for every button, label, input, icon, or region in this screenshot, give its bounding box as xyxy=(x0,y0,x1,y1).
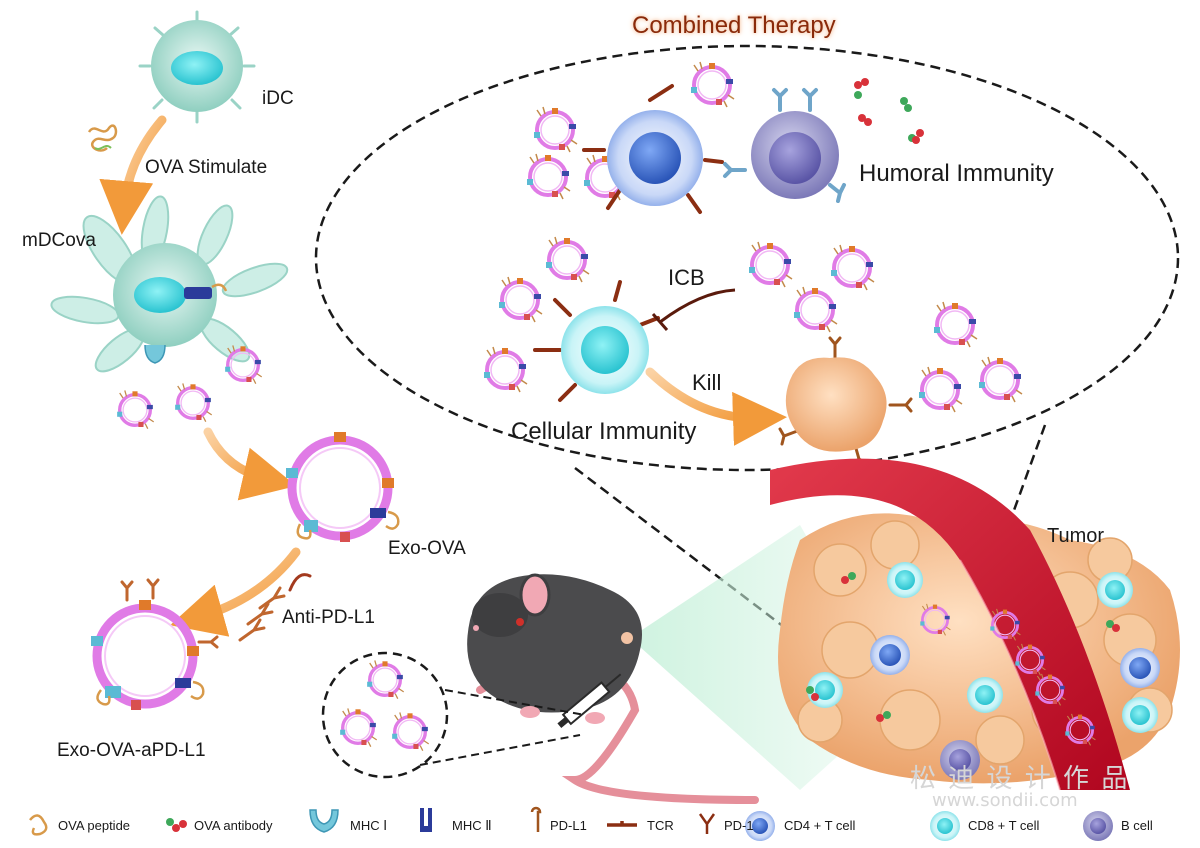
legend-tcr-icon xyxy=(607,821,637,827)
b-cell-humoral xyxy=(723,88,846,203)
exo-ova-vesicle xyxy=(286,432,400,542)
icb-label: ICB xyxy=(668,265,705,290)
mdcova-cell xyxy=(50,195,289,373)
exosome-small-2 xyxy=(115,388,156,431)
cd4-t-cell-humoral xyxy=(582,84,724,214)
legend-pd1-icon xyxy=(698,813,716,834)
blood-vessel xyxy=(770,458,1130,791)
ova-antibodies-tumor xyxy=(806,572,1120,722)
exo-arrow xyxy=(203,427,297,501)
syringe-zoom-circle xyxy=(321,651,449,779)
anti-pdl1-label: Anti-PD-L1 xyxy=(282,607,375,628)
tumor-label: Tumor xyxy=(1047,525,1105,547)
legend-pdl1-icon xyxy=(530,806,542,832)
exo-ova-apdl1-label: Exo-OVA-aPD-L1 xyxy=(57,740,206,761)
legend-ova-antibody-icon xyxy=(166,818,187,832)
kill-label: Kill xyxy=(692,370,722,395)
anti-pdl1-icon xyxy=(238,573,312,642)
idc-cell xyxy=(138,10,256,124)
legend-label-cd4: CD4 + T cell xyxy=(784,818,856,833)
legend-cd8-cell-icon xyxy=(930,811,960,841)
cellular-immunity-label: Cellular Immunity xyxy=(511,418,697,445)
humoral-immunity-label: Humoral Immunity xyxy=(859,160,1054,187)
legend-label-ova-antibody: OVA antibody xyxy=(194,818,273,833)
legend-b-cell-icon xyxy=(1083,811,1113,841)
idc-label: iDC xyxy=(262,88,294,109)
ova-stimulate-label: OVA Stimulate xyxy=(145,157,268,178)
legend-label-tcr: TCR xyxy=(647,818,674,833)
legend-cd4-cell-icon xyxy=(745,811,775,841)
combined-therapy-ellipse xyxy=(314,44,1180,472)
legend-icons xyxy=(29,806,1113,841)
mdcova-label: mDCova xyxy=(22,230,96,251)
icb-inhibition-line xyxy=(659,288,736,324)
b-cells-tumor xyxy=(940,740,980,780)
kill-arrow xyxy=(645,367,787,446)
stimulate-arrow xyxy=(99,115,167,235)
anti-arrow xyxy=(170,547,301,637)
ova-antibodies-humoral xyxy=(854,78,924,144)
legend-label-bcell: B cell xyxy=(1121,818,1153,833)
ova-peptide-icon xyxy=(87,124,118,152)
cd4-cells-tumor xyxy=(870,635,1160,688)
mouse xyxy=(467,573,759,804)
cd8-cells-tumor xyxy=(807,562,1158,733)
legend-label-pd1: PD-1 xyxy=(724,818,754,833)
exo-ova-label: Exo-OVA xyxy=(388,538,466,559)
cd8-t-cell-cellular xyxy=(533,280,660,402)
combined-therapy-title: Combined Therapy xyxy=(632,12,836,39)
legend-label-mhc1: MHC Ⅰ xyxy=(350,818,388,833)
legend-label-pdl1: PD-L1 xyxy=(550,818,587,833)
legend-label-cd8: CD8 + T cell xyxy=(968,818,1040,833)
watermark-cn: 松 迪 设 计 作 品 xyxy=(910,764,1130,794)
exosome-small-3 xyxy=(173,381,214,424)
legend-label-ova-peptide: OVA peptide xyxy=(58,818,131,833)
legend-label-mhc2: MHC Ⅱ xyxy=(452,818,492,833)
watermark-url: www.sondii.com xyxy=(932,790,1078,811)
legend-mhc2-icon xyxy=(420,808,432,832)
legend-mhc1-icon xyxy=(309,809,339,833)
legend-ova-peptide-icon xyxy=(29,814,48,836)
exo-ova-apdl1-vesicle xyxy=(91,578,219,710)
